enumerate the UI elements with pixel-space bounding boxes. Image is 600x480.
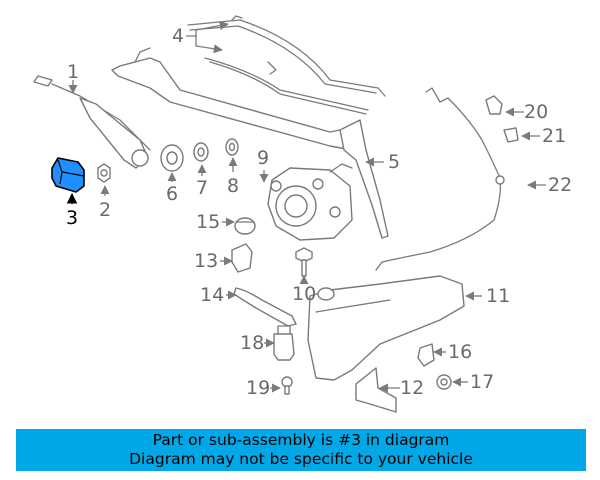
svg-text:12: 12 — [400, 377, 424, 399]
washer-pump-part — [273, 325, 295, 361]
svg-text:8: 8 — [227, 175, 239, 197]
callout-19[interactable]: 19 — [246, 377, 281, 399]
callout-6[interactable]: 6 — [166, 172, 178, 205]
callout-1[interactable]: 1 — [67, 61, 79, 94]
bushing-part — [160, 144, 184, 172]
highlighted-cap-part — [51, 157, 85, 193]
callout-16[interactable]: 16 — [433, 341, 472, 363]
callout-20[interactable]: 20 — [505, 101, 548, 123]
clip-15-part — [234, 217, 256, 235]
svg-text:9: 9 — [257, 147, 269, 169]
shield-12-part — [355, 367, 397, 413]
svg-text:16: 16 — [448, 341, 472, 363]
svg-text:2: 2 — [99, 199, 111, 221]
svg-text:13: 13 — [194, 250, 218, 272]
svg-text:15: 15 — [196, 211, 220, 233]
callout-12[interactable]: 12 — [379, 377, 424, 399]
callout-13[interactable]: 13 — [194, 250, 233, 272]
callout-18[interactable]: 18 — [240, 332, 275, 354]
washer-hose-22-part — [375, 87, 505, 271]
clip-20-part — [485, 95, 503, 115]
svg-text:22: 22 — [548, 174, 572, 196]
svg-text:19: 19 — [246, 377, 270, 399]
callout-14[interactable]: 14 — [200, 284, 237, 306]
callout-7[interactable]: 7 — [196, 164, 208, 199]
svg-text:11: 11 — [486, 285, 510, 307]
washer-reservoir-part — [307, 275, 465, 381]
grommet-part — [193, 142, 209, 162]
callout-4[interactable]: 4 — [172, 21, 229, 54]
info-banner: Part or sub-assembly is #3 in diagram Di… — [16, 429, 586, 471]
callout-22[interactable]: 22 — [527, 174, 572, 196]
callout-15[interactable]: 15 — [196, 211, 235, 233]
bolt-part — [295, 247, 313, 277]
svg-text:3: 3 — [66, 207, 78, 229]
svg-text:5: 5 — [388, 151, 400, 173]
wiper-blade-part — [187, 15, 386, 115]
grommet-17-part — [436, 374, 452, 390]
clip-21-part — [503, 127, 519, 143]
bracket-13-part — [231, 243, 253, 273]
svg-text:20: 20 — [524, 101, 548, 123]
callout-21[interactable]: 21 — [521, 125, 566, 147]
svg-text:10: 10 — [292, 283, 316, 305]
svg-text:1: 1 — [67, 61, 79, 83]
hose-14-part — [233, 287, 297, 327]
parts-diagram: 1 2 3 4 5 6 7 8 9 10 11 12 — [33, 15, 572, 413]
callout-10[interactable]: 10 — [292, 275, 316, 305]
callout-9[interactable]: 9 — [257, 147, 269, 183]
svg-text:17: 17 — [470, 371, 494, 393]
connector-19-part — [281, 376, 293, 395]
banner-line-2: Diagram may not be specific to your vehi… — [129, 450, 473, 468]
fitting-16-part — [417, 343, 435, 367]
callout-8[interactable]: 8 — [227, 157, 239, 197]
svg-text:4: 4 — [172, 25, 184, 47]
svg-text:18: 18 — [240, 332, 264, 354]
callout-17[interactable]: 17 — [452, 371, 494, 393]
callout-11[interactable]: 11 — [465, 285, 510, 307]
wiper-arm-part — [33, 75, 151, 169]
svg-text:6: 6 — [166, 183, 178, 205]
svg-text:7: 7 — [196, 177, 208, 199]
wiper-linkage-part — [111, 47, 389, 239]
svg-text:21: 21 — [542, 125, 566, 147]
callout-5[interactable]: 5 — [365, 151, 400, 173]
washer-part — [225, 138, 239, 156]
callout-3[interactable]: 3 — [66, 192, 78, 229]
banner-line-1: Part or sub-assembly is #3 in diagram — [152, 431, 450, 449]
nut-part — [97, 163, 111, 183]
wiper-motor-part — [267, 163, 353, 241]
callout-2[interactable]: 2 — [99, 185, 111, 221]
svg-text:14: 14 — [200, 284, 224, 306]
